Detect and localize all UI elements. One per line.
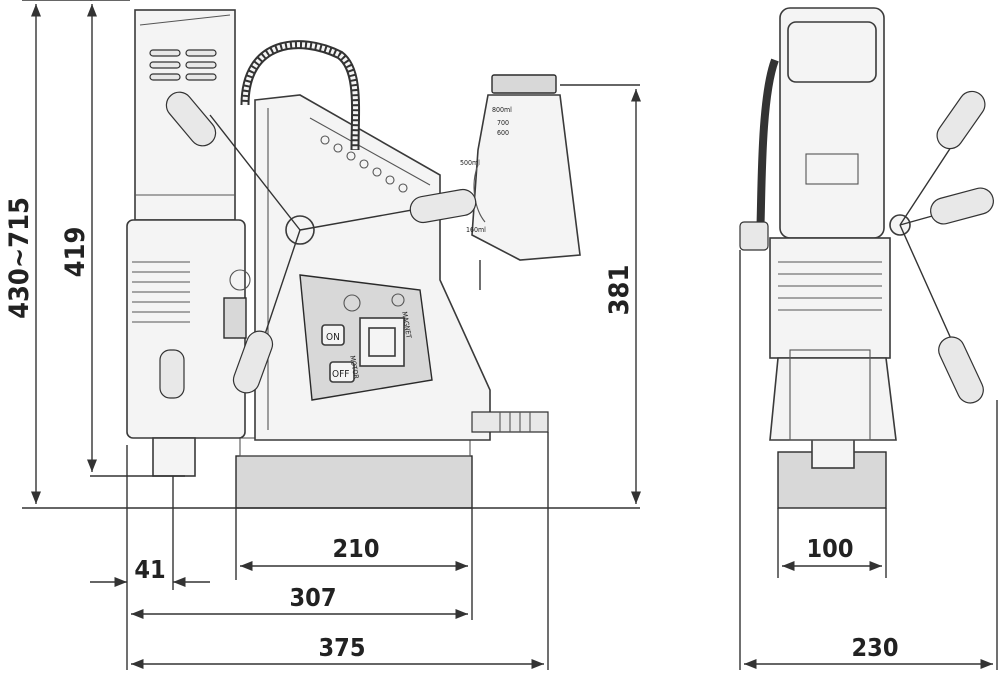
dim-label-307: 307 (290, 583, 337, 612)
dim-label-375: 375 (319, 633, 366, 662)
control-panel: ON OFF MOTOR MAGNET (299, 274, 433, 401)
dim-label-41: 41 (134, 555, 165, 584)
side-view-drill: ON OFF MOTOR MAGNET 800ml 700 600 500ml … (126, 9, 581, 509)
front-view-drill (739, 7, 996, 509)
gearbox-fins (132, 261, 190, 323)
dim-label-100: 100 (807, 534, 854, 563)
tank-label-500: 500ml (460, 159, 480, 167)
off-label: OFF (332, 369, 349, 380)
on-button[interactable] (321, 324, 345, 346)
cable-hose (240, 40, 361, 151)
tank-label-800: 800ml (492, 106, 512, 114)
dim-label-430-715: 430~715 (4, 197, 35, 319)
coolant-tank: 800ml 700 600 500ml 160ml (460, 74, 581, 290)
magnetic-base (235, 455, 473, 509)
capstan-handles[interactable] (161, 87, 478, 397)
tank-label-700: 700 (497, 119, 509, 127)
front-capstan-handles[interactable] (889, 86, 996, 407)
rack-teeth (320, 135, 408, 193)
on-label: ON (326, 332, 340, 343)
off-button[interactable] (329, 361, 355, 383)
dim-label-230: 230 (852, 633, 899, 662)
dim-label-381: 381 (604, 265, 635, 316)
spindle (152, 437, 196, 477)
tank-label-600: 600 (497, 129, 509, 137)
dim-label-419: 419 (60, 227, 91, 278)
motor-vents (149, 49, 217, 81)
tank-label-160: 160ml (466, 226, 486, 234)
dim-label-210: 210 (333, 534, 380, 563)
dimension-lines (22, 0, 998, 670)
